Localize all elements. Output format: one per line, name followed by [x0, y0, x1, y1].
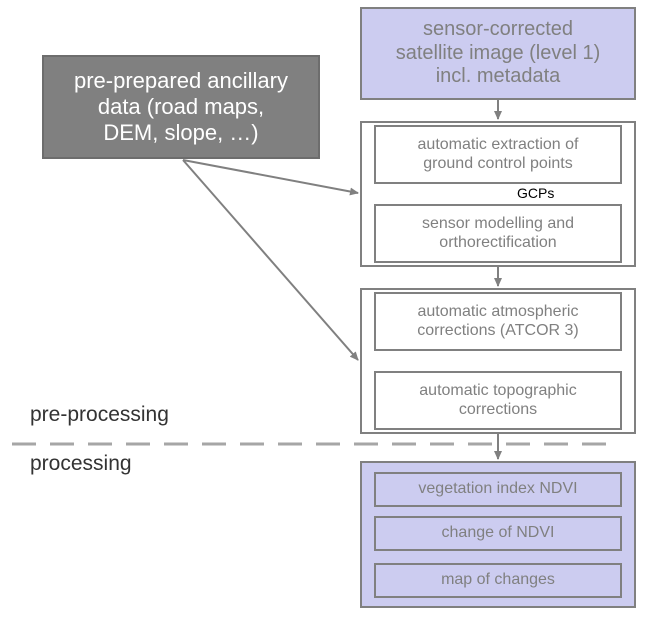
topographic-correction-box: automatic topographic corrections — [374, 371, 622, 430]
processing-label: processing — [30, 452, 132, 475]
orthorectification-box: sensor modelling and orthorectification — [374, 204, 622, 263]
gcp-extraction-box: automatic extraction of ground control p… — [374, 125, 622, 184]
change-map-box: map of changes — [374, 563, 622, 598]
satellite-image-box: sensor-corrected satellite image (level … — [360, 7, 636, 100]
gcps-label: GCPs — [517, 185, 555, 201]
ancillary-data-box: pre-prepared ancillary data (road maps, … — [42, 55, 320, 159]
ndvi-change-box: change of NDVI — [374, 516, 622, 551]
arrow-ancillary-to-radiometric — [182, 159, 359, 361]
ndvi-box: vegetation index NDVI — [374, 472, 622, 507]
atmospheric-correction-box: automatic atmospheric corrections (ATCOR… — [374, 292, 622, 351]
arrow-ancillary-to-geometric — [182, 159, 359, 196]
preprocessing-label: pre-processing — [30, 403, 169, 426]
